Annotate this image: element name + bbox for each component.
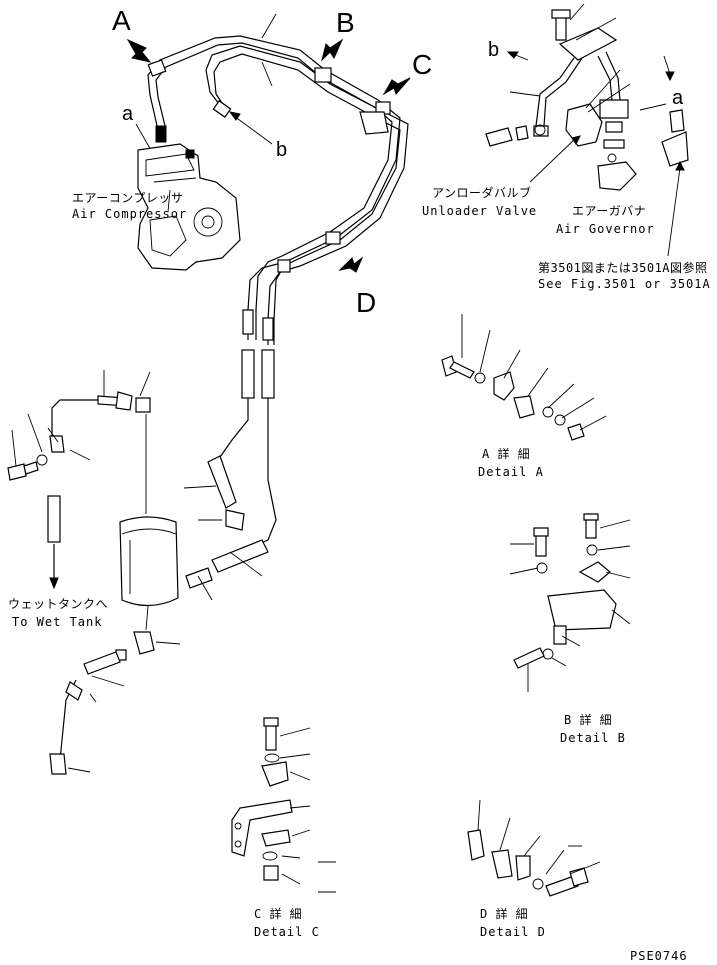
pipe-fitting — [262, 317, 274, 341]
detail-d: D 詳 細 Detail D — [467, 799, 601, 939]
detail-c-title-en: Detail C — [254, 925, 320, 939]
leader-lines-top: a b — [122, 13, 287, 161]
pipe-fitting — [155, 125, 167, 143]
arrow-d-icon — [338, 256, 364, 273]
detail-d-title-en: Detail D — [480, 925, 546, 939]
unloader-valve — [565, 103, 603, 147]
hose — [261, 349, 275, 399]
detail-a-title-en: Detail A — [478, 465, 544, 479]
detail-b: B 詳 細 Detail B — [509, 513, 631, 745]
air-compressor-label-jp: エアーコンプレッサ — [72, 191, 183, 205]
pipe-fitting — [242, 309, 254, 335]
air-tank — [119, 516, 179, 607]
hose-fitting — [211, 539, 269, 573]
pipe-clamp — [314, 67, 332, 83]
arrow-a-icon — [126, 38, 152, 63]
detail-a-title-jp: A 詳 細 — [482, 446, 530, 461]
view-arrows: A B C D — [112, 5, 432, 318]
pipe-clamp — [325, 231, 341, 245]
unloader-valve-label-jp: アンローダバルブ — [432, 185, 532, 200]
arrow-c-icon — [382, 77, 411, 96]
air-compressor: エアーコンプレッサ Air Compressor — [72, 143, 241, 271]
hose — [241, 349, 255, 399]
air-governor-label-jp: エアーガバナ — [572, 204, 646, 218]
view-label-a: A — [112, 5, 131, 36]
pipe-bracket — [359, 111, 389, 135]
detail-d-title-jp: D 詳 細 — [480, 906, 528, 921]
pipe-clamp — [277, 259, 291, 273]
see-fig-label-en: See Fig.3501 or 3501A — [538, 277, 711, 291]
ref-label-b: b — [276, 139, 287, 161]
wet-tank-label-en: To Wet Tank — [12, 615, 102, 629]
pipe-fitting — [47, 495, 61, 543]
main-air-piping — [147, 35, 409, 589]
view-label-b: B — [336, 7, 355, 38]
unloader-valve-label-en: Unloader Valve — [422, 204, 537, 218]
governor-assembly: b a アンローダバルブ Unloader Valve エアーガバナ Air G… — [422, 3, 711, 291]
tank-assembly: ウェットタンクへ To Wet Tank — [7, 370, 263, 775]
arrow-b-icon — [321, 38, 344, 62]
drawing-code: PSE0746 — [630, 949, 688, 963]
see-fig-label-jp: 第3501図または3501A図参照 — [538, 260, 708, 275]
detail-c-title-jp: C 詳 細 — [254, 906, 302, 921]
view-label-d: D — [356, 287, 376, 318]
detail-a: A 詳 細 Detail A — [441, 314, 607, 479]
ref-label-a: a — [122, 103, 134, 125]
wet-tank-label-jp: ウェットタンクへ — [8, 597, 108, 611]
detail-b-title-en: Detail B — [560, 731, 626, 745]
detail-b-title-jp: B 詳 細 — [564, 712, 612, 727]
pipe-clamp — [147, 59, 167, 77]
hose-fitting — [207, 455, 237, 509]
view-label-c: C — [412, 49, 432, 80]
ref-label-a-right: a — [672, 87, 684, 109]
elbow-fitting — [225, 509, 245, 531]
pipe-fitting — [212, 100, 232, 118]
detail-c: C 詳 細 Detail C — [231, 717, 336, 939]
air-compressor-label-en: Air Compressor — [72, 207, 187, 221]
ref-label-b-right: b — [488, 39, 499, 61]
air-governor-label-en: Air Governor — [556, 222, 655, 236]
air-governor — [597, 161, 637, 191]
